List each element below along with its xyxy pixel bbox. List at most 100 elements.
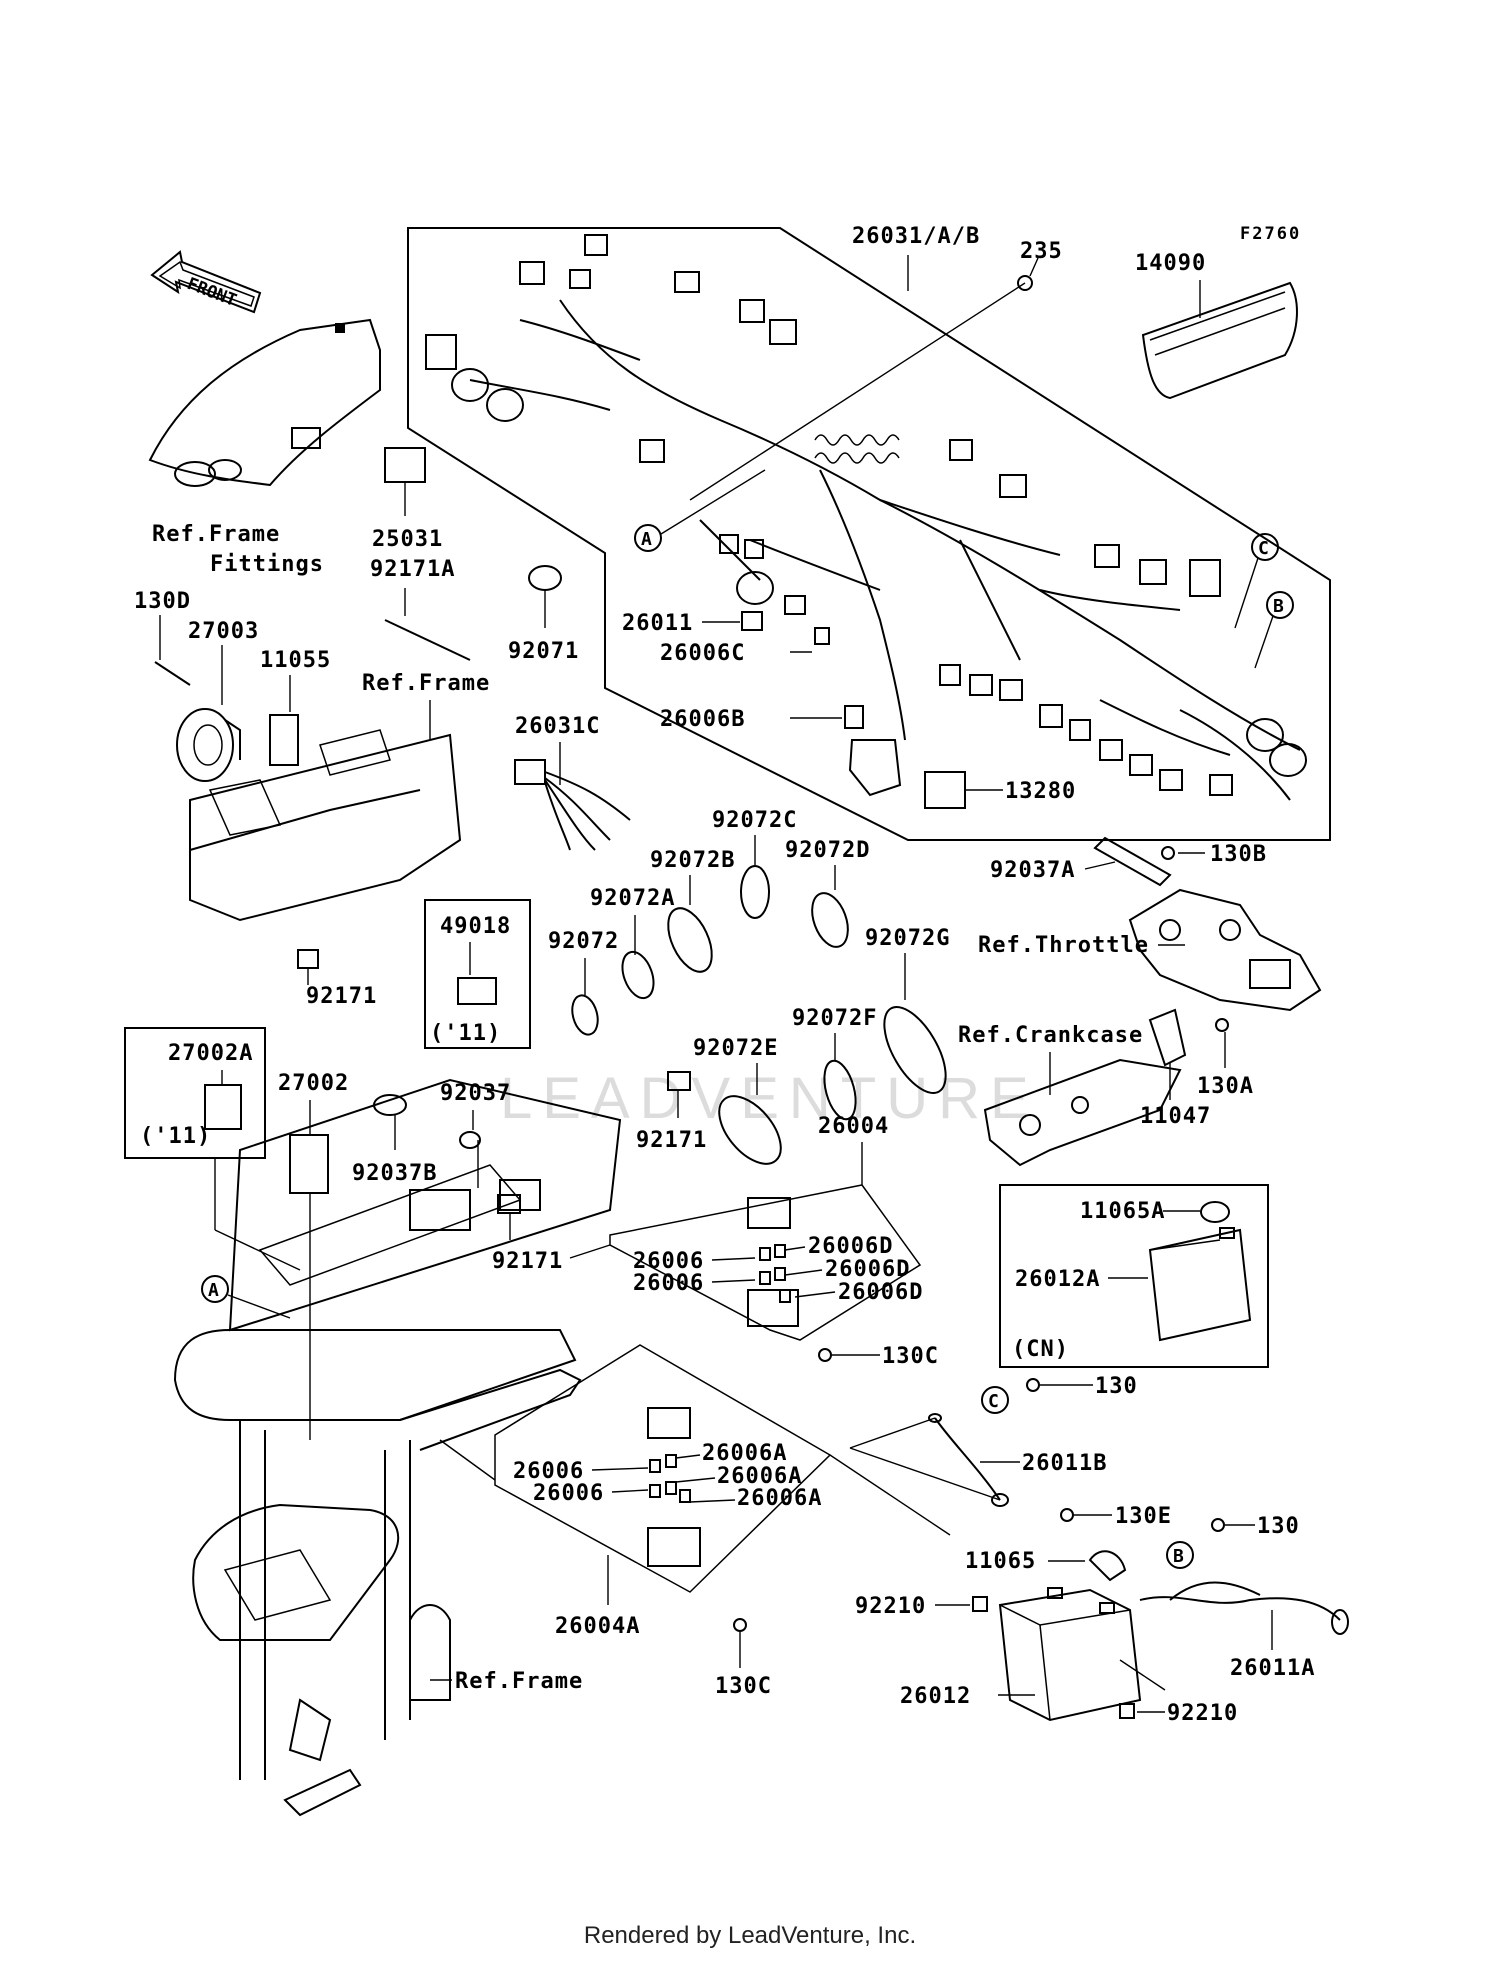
label-92072A: 92072A (590, 886, 675, 911)
label-26031C: 26031C (515, 714, 600, 739)
cap-11065A-icon (1200, 1201, 1230, 1223)
label-92171-b: 92171 (636, 1128, 707, 1153)
label-ref-throttle: Ref.Throttle (978, 933, 1149, 958)
svg-text:B: B (1173, 1546, 1184, 1567)
harness-box-outline (407, 227, 1331, 841)
label-92072C: 92072C (712, 808, 797, 833)
cable-tie-92072B-icon (667, 907, 713, 973)
label-26011A: 26011A (1230, 1656, 1315, 1681)
label-25031: 25031 (372, 527, 443, 552)
label-11055: 11055 (260, 648, 331, 673)
label-92072D: 92072D (785, 838, 870, 863)
cable-tie-92072A-icon (621, 950, 655, 1000)
bolt-130C-upper-icon (818, 1348, 832, 1362)
label-14090: 14090 (1135, 251, 1206, 276)
label-26012: 26012 (900, 1684, 971, 1709)
label-26006D-3: 26006D (838, 1280, 923, 1305)
band-92037A-icon (1093, 836, 1172, 887)
label-27002: 27002 (278, 1071, 349, 1096)
fuse-box-26004A-outline (494, 1344, 832, 1593)
label-92210-1: 92210 (855, 1594, 926, 1619)
bolt-130-lower-icon (1211, 1518, 1225, 1532)
clamp-92171A-icon (384, 619, 471, 661)
frame-assembly-drawing (173, 1078, 622, 1817)
bolt-130B-icon (1161, 846, 1175, 860)
fuse-cover-26004-icon (747, 1197, 791, 1229)
label-92037A: 92037A (990, 858, 1075, 883)
connector-26011-icon (741, 611, 763, 631)
label-130D: 130D (134, 589, 191, 614)
label-130E: 130E (1115, 1504, 1172, 1529)
label-92072E: 92072E (693, 1036, 778, 1061)
label-26006A-1: 26006A (702, 1441, 787, 1466)
fuse-holder-26006B-icon (848, 739, 902, 797)
relay-27002-icon (289, 1134, 329, 1194)
label-130A: 130A (1197, 1074, 1254, 1099)
label-235: 235 (1020, 239, 1063, 264)
label-26011B: 26011B (1022, 1451, 1107, 1476)
svg-text:A: A (641, 529, 652, 550)
cap-11065-icon (1088, 1550, 1127, 1582)
label-92072: 92072 (548, 929, 619, 954)
pad-92210-lower-icon (1119, 1703, 1135, 1719)
main-wiring-harness (425, 234, 1307, 801)
cover-14090 (1141, 281, 1298, 400)
fuse-26006B-icon (844, 705, 864, 729)
label-26004: 26004 (818, 1114, 889, 1139)
label-11065A: 11065A (1080, 1199, 1165, 1224)
label-26031AB: 26031/A/B (852, 224, 980, 249)
label-13280: 13280 (1005, 779, 1076, 804)
label-92171-c: 92171 (492, 1249, 563, 1274)
screw-235-icon (1017, 275, 1033, 291)
cable-26011B-icon (934, 1417, 1001, 1501)
ref-frame-fittings-drawing (148, 318, 381, 487)
grommet-92071-icon (528, 565, 562, 591)
fuse-block-26004A-icon (647, 1527, 701, 1567)
label-ref-frame-fittings-2: Fittings (210, 552, 324, 577)
fuse-block-26004-icon (747, 1289, 799, 1327)
svg-text:B: B (1273, 596, 1284, 617)
horn-27003-icon (176, 708, 241, 782)
battery-26012A-icon (1148, 1227, 1252, 1342)
bolt-130A-icon (1215, 1018, 1229, 1032)
label-ref-frame-fittings-1: Ref.Frame (152, 522, 280, 547)
label-26006-1: 26006 (633, 1249, 704, 1274)
label-49018: 49018 (440, 914, 511, 939)
label-26006C: 26006C (660, 641, 745, 666)
label-ref-frame-bottom: Ref.Frame (455, 1669, 583, 1694)
label-130C-2: 130C (715, 1674, 772, 1699)
svg-text:C: C (1258, 538, 1269, 559)
bolt-130-upper-icon (1026, 1378, 1040, 1392)
label-92171-a: 92171 (306, 984, 377, 1009)
label-26006-3: 26006 (513, 1459, 584, 1484)
bolt-130D-icon (154, 661, 191, 686)
callout-A-bottom-icon: A (201, 1275, 229, 1303)
crankcase-drawing (983, 1058, 1182, 1167)
label-11-b: ('11) (140, 1124, 211, 1149)
label-26006B: 26006B (660, 707, 745, 732)
pad-92210-upper-icon (972, 1596, 988, 1612)
bracket-11047-icon (1148, 1008, 1187, 1067)
watermark-text: LEADVENTURE (500, 1066, 1039, 1131)
label-26006A-3: 26006A (737, 1486, 822, 1511)
clamp-92037B-icon (373, 1094, 407, 1116)
label-130B: 130B (1210, 842, 1267, 867)
front-label: FRONT (184, 274, 239, 311)
bolt-130E-icon (1060, 1508, 1074, 1522)
cable-tie-92072F-icon (823, 1059, 857, 1121)
sub-harness-26031C-icon (514, 759, 631, 851)
svg-text:A: A (208, 1280, 219, 1301)
callout-A-top-icon: A (634, 524, 662, 552)
label-27003: 27003 (188, 619, 259, 644)
label-92210-2: 92210 (1167, 1701, 1238, 1726)
frame-section-drawing (189, 729, 462, 922)
label-27002A: 27002A (168, 1041, 253, 1066)
box-49018-outline (424, 899, 531, 1049)
cable-tie-92072G-icon (883, 1006, 947, 1094)
label-92071: 92071 (508, 639, 579, 664)
callout-B-top-icon: B (1266, 591, 1294, 619)
label-26006-4: 26006 (533, 1481, 604, 1506)
footer-credit: Rendered by LeadVenture, Inc. (583, 1922, 917, 1949)
label-11047: 11047 (1140, 1104, 1211, 1129)
